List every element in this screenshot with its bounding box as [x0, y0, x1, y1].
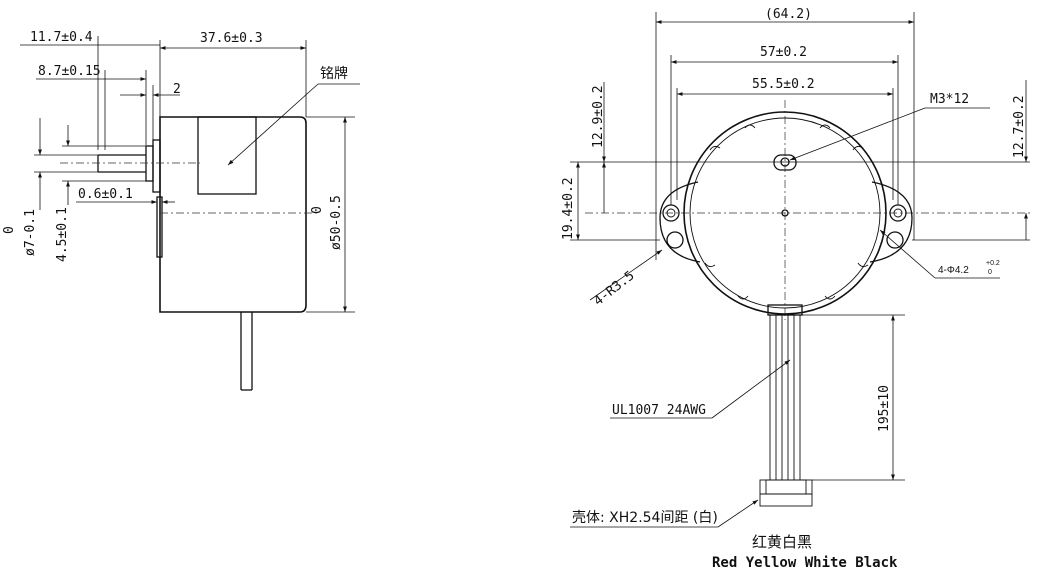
dim-right-top: 12.7±0.2 — [1012, 95, 1027, 158]
front-hole-bottom-right — [886, 231, 904, 249]
side-boss — [145, 145, 154, 182]
dim-left-top: 12.9±0.2 — [591, 85, 606, 148]
label-colors-cn: 红黄白黑 — [752, 533, 812, 551]
dim-body-dia: ø50-0.5 — [329, 195, 344, 250]
label-holes: 4-Φ4.2 — [938, 265, 969, 276]
dim-body-width: 55.5±0.2 — [752, 77, 815, 92]
label-colors-en: Red Yellow White Black — [712, 555, 898, 571]
label-wire: UL1007 24AWG — [612, 403, 706, 418]
label-radius: 4-R3.5 — [591, 268, 637, 309]
dim-hole-pitch: 57±0.2 — [760, 45, 807, 60]
dim-wire-length: 195±10 — [877, 385, 892, 432]
front-center-dot — [781, 209, 789, 217]
front-shaft-slot — [773, 154, 797, 171]
side-nameplate — [197, 116, 257, 195]
side-mount-ear — [156, 196, 163, 258]
front-right-ear — [869, 181, 913, 263]
side-flange — [152, 139, 161, 193]
dim-left-mid: 19.4±0.2 — [561, 177, 576, 240]
label-connector: 壳体: XH2.54间距 (白) — [572, 509, 718, 526]
dim-shaft-total: 11.7±0.4 — [30, 30, 93, 45]
front-left-ear — [659, 181, 701, 263]
dim-shaft-dia-zero: 0 — [2, 226, 17, 234]
dim-body-length: 37.6±0.3 — [200, 31, 263, 46]
dim-shaft-dia: ø7-0.1 — [23, 209, 38, 256]
dim-body-dia-zero: 0 — [310, 206, 325, 214]
front-hole-top-right-inner — [893, 208, 903, 218]
front-hole-bottom-left — [666, 231, 684, 249]
dim-shaft-exposed: 8.7±0.15 — [38, 64, 101, 79]
front-rim-tabs — [704, 124, 869, 300]
front-connector — [759, 479, 813, 507]
front-wire-bundle — [769, 315, 801, 480]
dim-boss: 4.5±0.1 — [55, 207, 70, 262]
front-inner-ring — [689, 117, 881, 309]
dim-overall: (64.2) — [765, 7, 812, 22]
dim-step: 2 — [173, 82, 181, 97]
dim-flange: 0.6±0.1 — [78, 187, 133, 202]
label-screw: M3*12 — [930, 92, 969, 107]
side-motor-body — [159, 116, 307, 313]
label-holes-tol-upper: +0.2 — [986, 260, 1000, 267]
front-wire-boss — [767, 304, 803, 316]
front-motor-body — [683, 111, 887, 315]
front-hole-top-left-inner — [666, 208, 676, 218]
label-nameplate: 铭牌 — [320, 65, 348, 82]
side-view: 11.7±0.4 37.6±0.3 8.7±0.15 2 0.6±0.1 0 ø… — [2, 30, 360, 391]
label-holes-tol-lower: 0 — [988, 269, 992, 276]
front-view: (64.2) 57±0.2 55.5±0.2 12.9±0.2 19.4±0.2… — [561, 7, 1030, 571]
